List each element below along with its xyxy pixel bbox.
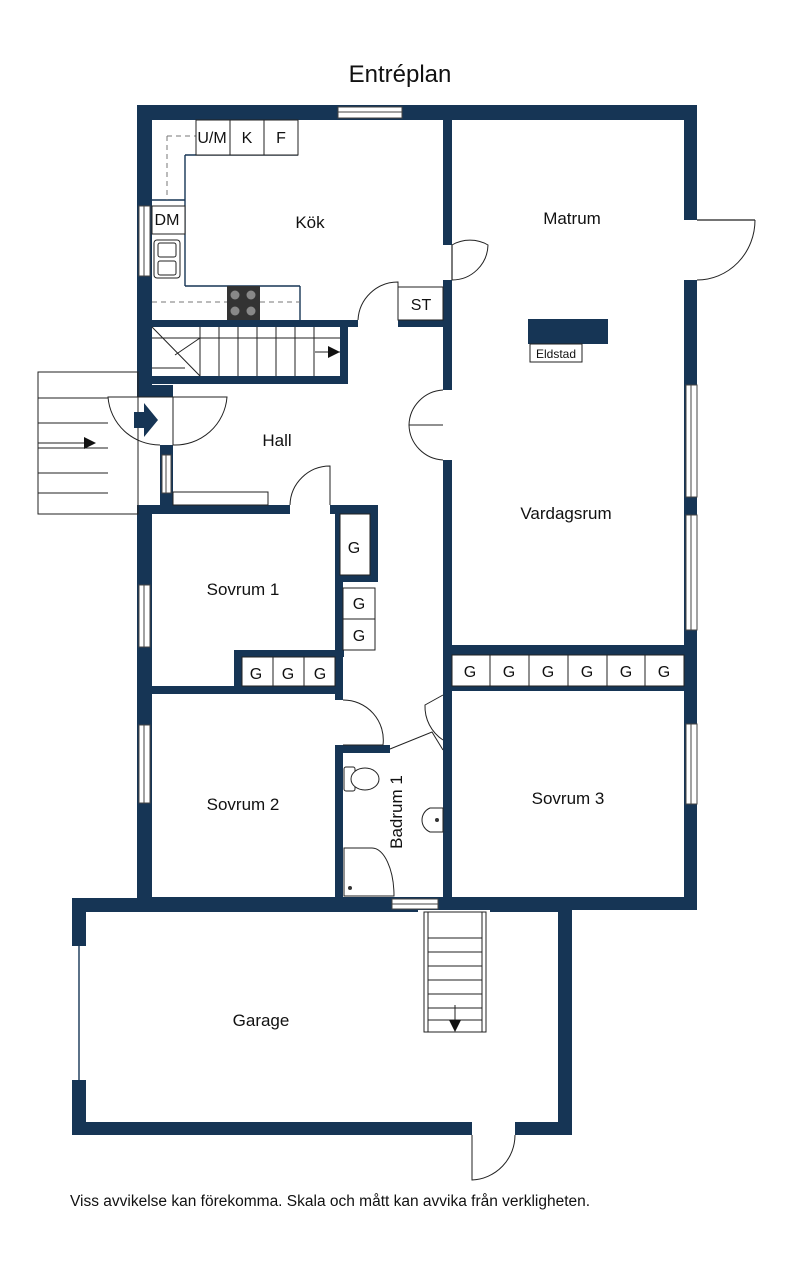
doors	[107, 219, 756, 1181]
label-eldstad: Eldstad	[536, 347, 576, 361]
eldstad-label-box	[529, 343, 583, 363]
disclaimer-text: Viss avvikelse kan förekomma. Skala och …	[70, 1193, 590, 1210]
label-g-7: G	[464, 664, 476, 681]
bathroom-fixtures	[343, 766, 444, 897]
label-g-9: G	[542, 664, 554, 681]
label-f: F	[276, 130, 286, 147]
fireplace	[528, 319, 608, 344]
label-g-6: G	[314, 666, 326, 683]
label-k: K	[242, 130, 253, 147]
room-label-sovrum1: Sovrum 1	[207, 580, 280, 599]
label-g-5: G	[282, 666, 294, 683]
stairs-garage	[423, 911, 487, 1033]
room-label-matrum: Matrum	[543, 209, 601, 228]
room-label-hall: Hall	[262, 431, 291, 450]
label-g-8: G	[503, 664, 515, 681]
label-g-10: G	[581, 664, 593, 681]
label-um: U/M	[197, 130, 226, 147]
windows	[138, 106, 698, 910]
garage-walls	[72, 898, 572, 1135]
label-g-4: G	[250, 666, 262, 683]
label-dm: DM	[155, 212, 180, 229]
room-label-sovrum3: Sovrum 3	[532, 789, 605, 808]
room-label-garage: Garage	[233, 1011, 290, 1030]
label-g-11: G	[620, 664, 632, 681]
room-label-kok: Kök	[295, 213, 325, 232]
label-g-3: G	[353, 628, 365, 645]
room-label-badrum1: Badrum 1	[387, 775, 406, 849]
label-st: ST	[411, 297, 432, 314]
interior-walls	[150, 120, 697, 897]
hall-bench	[172, 491, 269, 506]
label-g-2: G	[353, 596, 365, 613]
plan-title: Entréplan	[349, 61, 452, 88]
kitchen-fixtures	[151, 119, 444, 321]
label-g-1: G	[348, 540, 360, 557]
room-label-vardagsrum: Vardagsrum	[520, 504, 611, 523]
label-g-12: G	[658, 664, 670, 681]
wardrobes	[241, 513, 685, 687]
stairs-up	[151, 326, 340, 377]
stairs-exterior	[37, 371, 158, 515]
room-label-sovrum2: Sovrum 2	[207, 795, 280, 814]
